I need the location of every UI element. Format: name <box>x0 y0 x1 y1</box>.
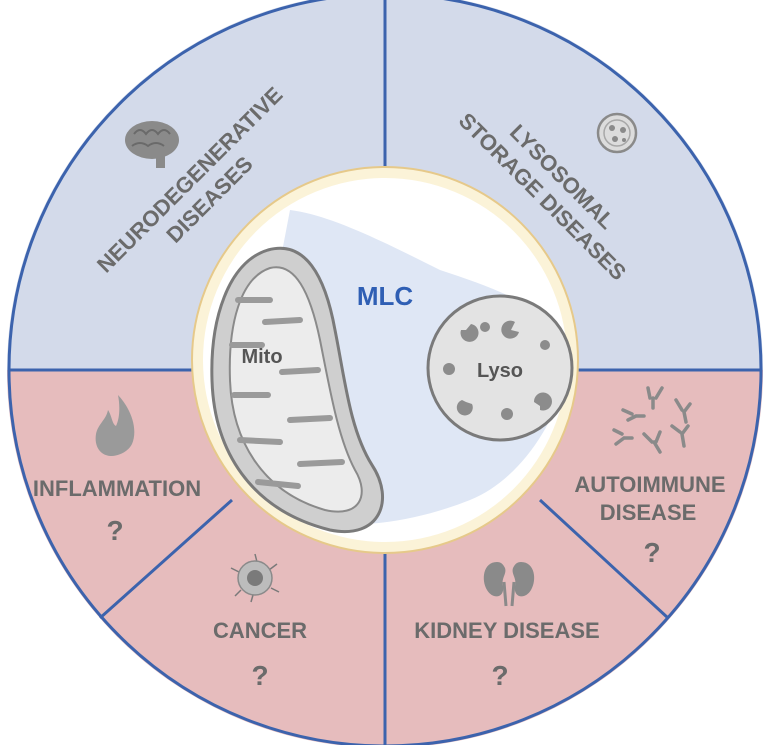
lyso-label: Lyso <box>477 360 523 382</box>
mitochondrion <box>210 246 384 533</box>
cancer-cell-icon <box>230 553 280 603</box>
flame-icon <box>95 395 135 456</box>
cancer-label: CANCER <box>213 618 307 643</box>
divider-lower-left <box>99 498 233 620</box>
divider-lower-right <box>538 498 670 620</box>
kidney-question: ? <box>491 660 508 691</box>
antibody-icon <box>612 386 692 454</box>
mlc-label: MLC <box>357 281 414 311</box>
sector-inflammation: INFLAMMATION ? <box>33 395 201 546</box>
autoimmune-label-line2: DISEASE <box>600 500 697 525</box>
cancer-question: ? <box>251 660 268 691</box>
mito-label: Mito <box>241 346 282 368</box>
inflammation-question: ? <box>106 515 123 546</box>
outer-circle-border <box>7 0 763 745</box>
autoimmune-question: ? <box>643 537 660 568</box>
brain-icon <box>125 121 179 168</box>
lysosome-icon <box>596 112 638 154</box>
sector-cancer: CANCER ? <box>213 553 307 691</box>
kidney-label: KIDNEY DISEASE <box>414 618 599 643</box>
inflammation-label: INFLAMMATION <box>33 476 201 501</box>
sector-kidney: KIDNEY DISEASE ? <box>414 562 600 691</box>
kidney-icon <box>483 562 535 607</box>
autoimmune-label-line1: AUTOIMMUNE <box>574 472 725 497</box>
lysosome <box>426 294 574 442</box>
sector-autoimmune: AUTOIMMUNE DISEASE ? <box>574 386 726 568</box>
